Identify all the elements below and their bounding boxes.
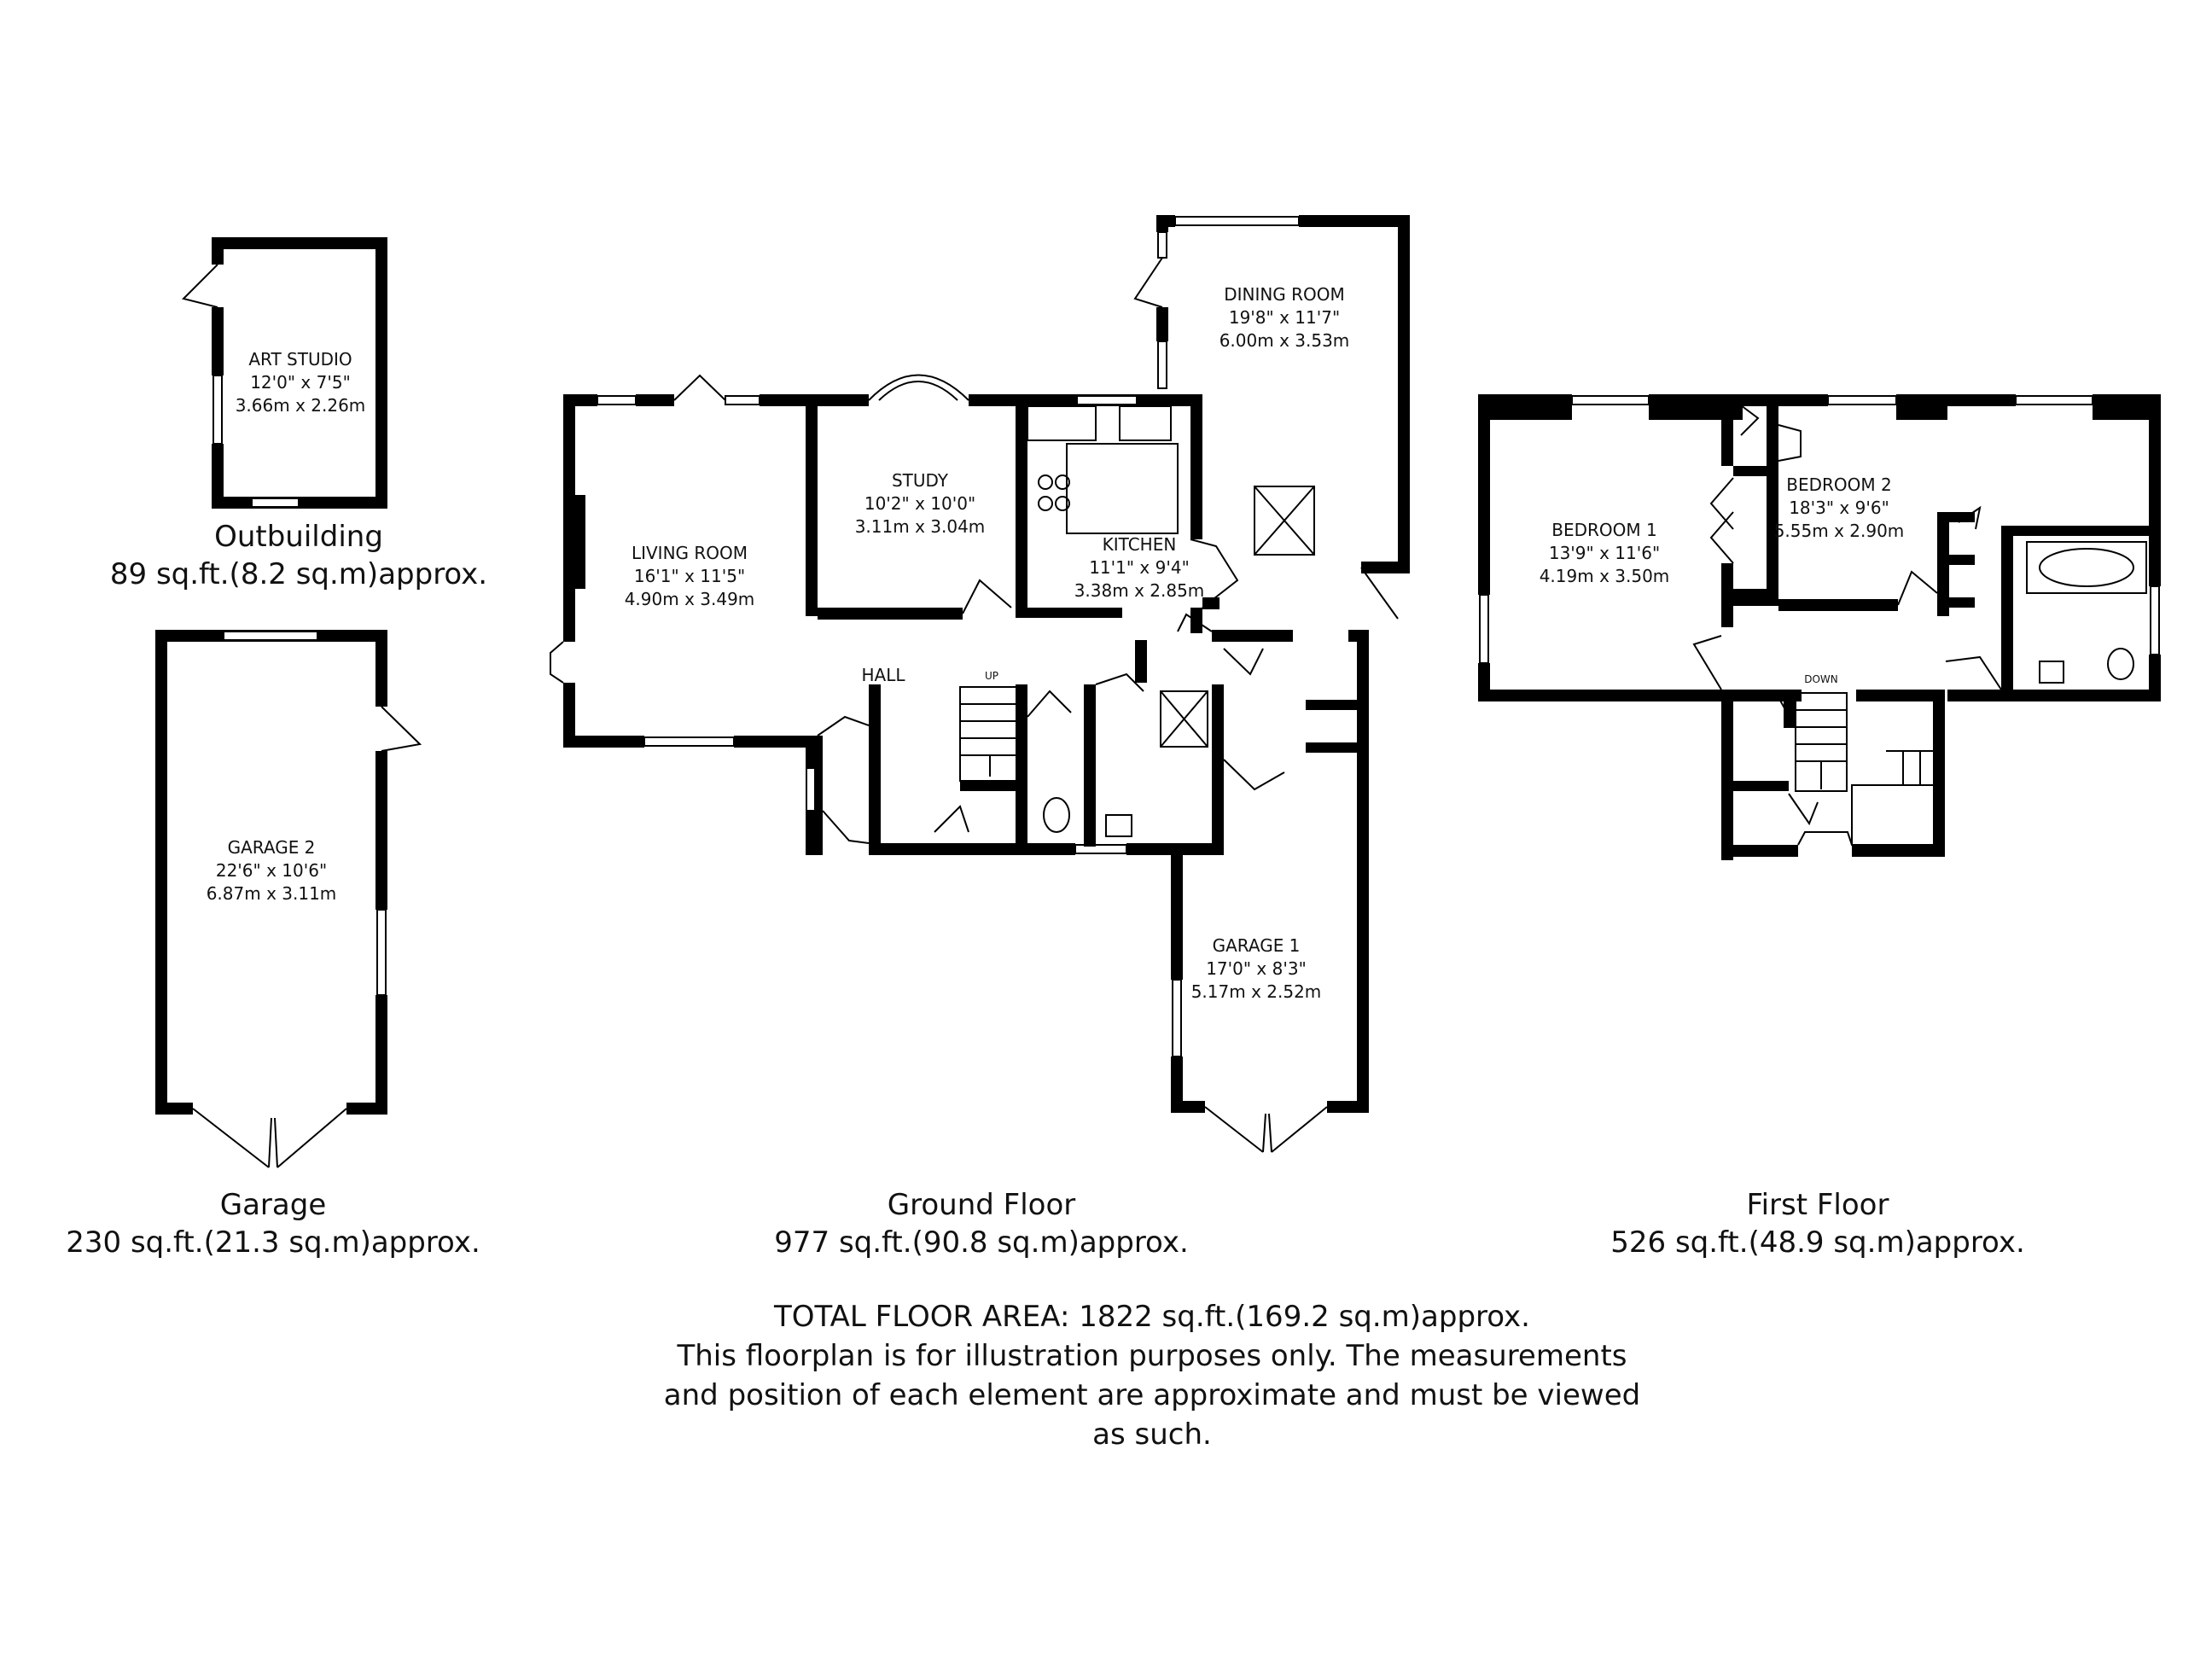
first-floor-area: 526 sq.ft.(48.9 sq.m)approx. xyxy=(1610,1225,2025,1260)
garage-2-imperial: 22'6" x 10'6" xyxy=(216,860,327,881)
study-name: STUDY xyxy=(892,470,949,491)
art-studio-name: ART STUDIO xyxy=(248,349,352,370)
garage-1-metric: 5.17m x 2.52m xyxy=(1191,981,1322,1002)
stairs-down-label: DOWN xyxy=(1804,673,1838,685)
bedroom-1-imperial: 13'9" x 11'6" xyxy=(1549,543,1660,563)
disclaimer-line-2: and position of each element are approxi… xyxy=(663,1378,1641,1412)
kitchen-name: KITCHEN xyxy=(1103,534,1177,555)
garage-area: 230 sq.ft.(21.3 sq.m)approx. xyxy=(66,1225,480,1260)
footer-note: TOTAL FLOOR AREA: 1822 sq.ft.(169.2 sq.m… xyxy=(597,1297,1707,1454)
first-floor-title: First Floor xyxy=(1746,1188,1889,1222)
disclaimer-line-3: as such. xyxy=(1092,1417,1212,1452)
ground-floor-caption: Ground Floor 977 sq.ft.(90.8 sq.m)approx… xyxy=(734,1186,1229,1261)
bedroom-2-imperial: 18'3" x 9'6" xyxy=(1789,498,1889,518)
garage-2-name: GARAGE 2 xyxy=(228,837,316,858)
dining-room-name: DINING ROOM xyxy=(1224,284,1345,305)
kitchen-imperial: 11'1" x 9'4" xyxy=(1089,557,1190,578)
garage-1-imperial: 17'0" x 8'3" xyxy=(1206,958,1307,979)
outbuilding-area: 89 sq.ft.(8.2 sq.m)approx. xyxy=(109,557,488,591)
garage-1-name: GARAGE 1 xyxy=(1213,935,1301,956)
stairs-up-label: UP xyxy=(985,670,998,682)
bedroom-1-metric: 4.19m x 3.50m xyxy=(1540,566,1670,586)
study-metric: 3.11m x 3.04m xyxy=(855,516,986,537)
living-room-metric: 4.90m x 3.49m xyxy=(625,589,755,609)
living-room-imperial: 16'1" x 11'5" xyxy=(634,566,745,586)
garage-caption: Garage 230 sq.ft.(21.3 sq.m)approx. xyxy=(34,1186,512,1261)
art-studio-plan xyxy=(182,237,387,509)
garage-2-plan xyxy=(155,630,422,1168)
living-room-name: LIVING ROOM xyxy=(632,543,748,563)
art-studio-imperial: 12'0" x 7'5" xyxy=(250,372,351,393)
ground-floor-title: Ground Floor xyxy=(887,1188,1076,1222)
bedroom-2-name: BEDROOM 2 xyxy=(1786,474,1891,495)
dining-room-imperial: 19'8" x 11'7" xyxy=(1229,307,1340,328)
art-studio-metric: 3.66m x 2.26m xyxy=(236,395,366,416)
first-floor-caption: First Floor 526 sq.ft.(48.9 sq.m)approx. xyxy=(1570,1186,2065,1261)
outbuilding-caption: Outbuilding 89 sq.ft.(8.2 sq.m)approx. xyxy=(94,518,504,593)
bedroom-2-metric: 5.55m x 2.90m xyxy=(1774,521,1905,541)
ground-floor-area: 977 sq.ft.(90.8 sq.m)approx. xyxy=(774,1225,1189,1260)
first-floor-plan xyxy=(1478,394,2161,860)
hall-name: HALL xyxy=(861,665,905,685)
total-floor-area: TOTAL FLOOR AREA: 1822 sq.ft.(169.2 sq.m… xyxy=(774,1300,1530,1334)
kitchen-metric: 3.38m x 2.85m xyxy=(1074,580,1205,601)
garage-title: Garage xyxy=(219,1188,327,1222)
outbuilding-title: Outbuilding xyxy=(214,520,383,554)
garage-2-metric: 6.87m x 3.11m xyxy=(207,883,337,904)
dining-room-metric: 6.00m x 3.53m xyxy=(1220,330,1350,351)
study-imperial: 10'2" x 10'0" xyxy=(864,493,975,514)
ground-floor-plan xyxy=(550,215,1410,1153)
bedroom-1-name: BEDROOM 1 xyxy=(1551,520,1656,540)
disclaimer-line-1: This floorplan is for illustration purpo… xyxy=(677,1339,1627,1373)
